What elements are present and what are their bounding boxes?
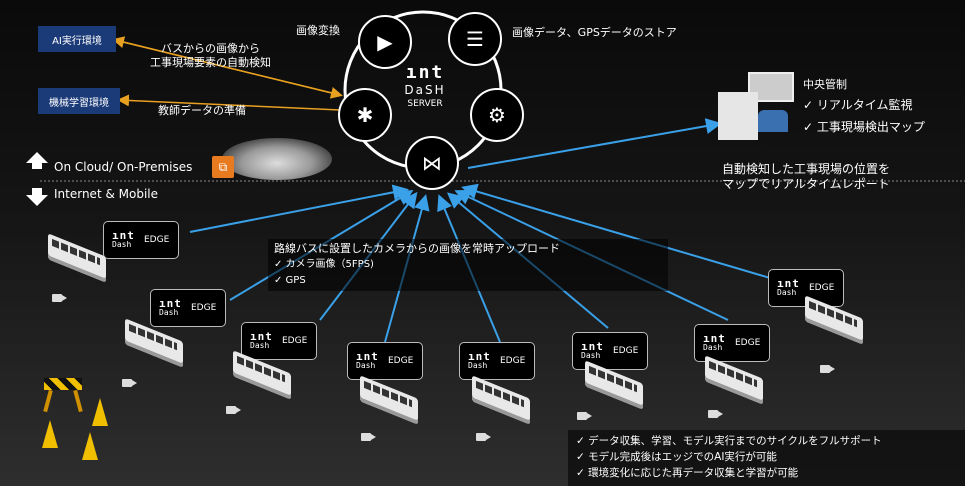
on-cloud-label: On Cloud/ On-Premises	[54, 160, 193, 174]
server-logo-top: ınt	[405, 62, 445, 83]
upload-item-camera: ✓ カメラ画像（5FPS)	[274, 259, 374, 270]
ai-env-box: AI実行環境	[38, 26, 116, 52]
gear-icon: ⚙	[470, 88, 524, 142]
edge-logo-top: ınt	[777, 277, 800, 290]
upload-title: 路線バスに設置したカメラからの画像を常時アップロード	[274, 242, 560, 255]
control-room-illustration	[718, 72, 794, 142]
camera-icon	[122, 379, 137, 387]
ai-env-label: AI実行環境	[52, 35, 102, 47]
construction-barrier-icon	[40, 372, 86, 413]
edge-logo-bottom: Dash	[356, 361, 376, 370]
server-logo: ınt DaSH SERVER	[395, 62, 455, 109]
edge-logo-top: ınt	[356, 350, 379, 363]
central-item-map: ✓ 工事現場検出マップ	[803, 120, 925, 134]
ml-env-label: 機械学習環境	[49, 97, 109, 109]
traffic-cone-icon	[92, 398, 108, 426]
traffic-cone-icon	[42, 420, 58, 448]
bottom-note-1: ✓ データ収集、学習、モデル実行までのサイクルをフルサポート	[576, 435, 882, 447]
arrow-up-icon	[26, 152, 48, 163]
store-label: 画像データ、GPSデータのストア	[512, 26, 677, 39]
share-icon: ⋈	[405, 136, 459, 190]
edge-logo-bottom: Dash	[112, 240, 132, 249]
edge-logo-bottom: Dash	[250, 341, 270, 350]
arrow-to-central	[467, 118, 722, 169]
arrow-down-icon	[26, 195, 48, 206]
camera-icon	[361, 433, 376, 441]
edge-logo-top: ınt	[581, 340, 604, 353]
edge-logo-top: ınt	[468, 350, 491, 363]
camera-icon	[820, 365, 835, 373]
edge-label: EDGE	[735, 338, 761, 348]
edge-logo-bottom: Dash	[159, 308, 179, 317]
upload-note: 路線バスに設置したカメラからの画像を常時アップロード ✓ カメラ画像（5FPS)…	[268, 239, 668, 291]
edge-logo-bottom: Dash	[703, 343, 723, 352]
upload-item-gps: ✓ GPS	[274, 275, 306, 286]
edge-logo-top: ınt	[703, 332, 726, 345]
bottom-note-3: ✓ 環境変化に応じた再データ収集と学習が可能	[576, 467, 799, 479]
server-logo-mid: DaSH	[404, 83, 446, 97]
camera-icon	[52, 294, 67, 302]
edge-label: EDGE	[500, 356, 526, 366]
edge-logo-bottom: Dash	[777, 288, 797, 297]
edge-label: EDGE	[613, 346, 639, 356]
database-icon: ☰	[448, 12, 502, 66]
internet-mobile-label: Internet & Mobile	[54, 187, 158, 201]
edge-logo-bottom: Dash	[581, 351, 601, 360]
central-report-text: 自動検知した工事現場の位置を マップでリアルタイムレポート	[722, 162, 891, 191]
edge-label: EDGE	[191, 303, 217, 313]
traffic-cone-icon	[82, 432, 98, 460]
central-item-realtime: ✓ リアルタイム監視	[803, 98, 913, 112]
camera-icon	[577, 412, 592, 420]
camera-icon	[476, 433, 491, 441]
edge-label: EDGE	[388, 356, 414, 366]
camera-icon	[708, 410, 723, 418]
video-icon: ▶	[358, 15, 412, 69]
camera-icon	[226, 406, 241, 414]
edge-label: EDGE	[809, 283, 835, 293]
server-label: SERVER	[407, 99, 443, 109]
edge-logo-top: ınt	[250, 330, 273, 343]
neural-net-icon: ✱	[338, 88, 392, 142]
ml-env-box: 機械学習環境	[38, 88, 120, 114]
edge-logo-bottom: Dash	[468, 361, 488, 370]
cloud-service-icon: ⧉	[212, 156, 234, 178]
auto-detect-note: バスからの画像から 工事現場要素の自動検知	[150, 42, 271, 69]
bottom-note-2: ✓ モデル完成後はエッジでのAI実行が可能	[576, 451, 777, 463]
image-convert-label: 画像変換	[296, 24, 340, 37]
edge-label: EDGE	[282, 336, 308, 346]
edge-logo-top: ınt	[112, 229, 135, 242]
cloud-icon	[222, 138, 332, 180]
arrow-to-ml-env	[117, 94, 341, 111]
edge-label: EDGE	[144, 235, 170, 245]
central-title: 中央管制	[803, 78, 847, 91]
edge-logo-top: ınt	[159, 297, 182, 310]
bottom-notes: ✓ データ収集、学習、モデル実行までのサイクルをフルサポート ✓ モデル完成後は…	[568, 430, 965, 486]
teacher-data-note: 教師データの準備	[158, 104, 246, 117]
